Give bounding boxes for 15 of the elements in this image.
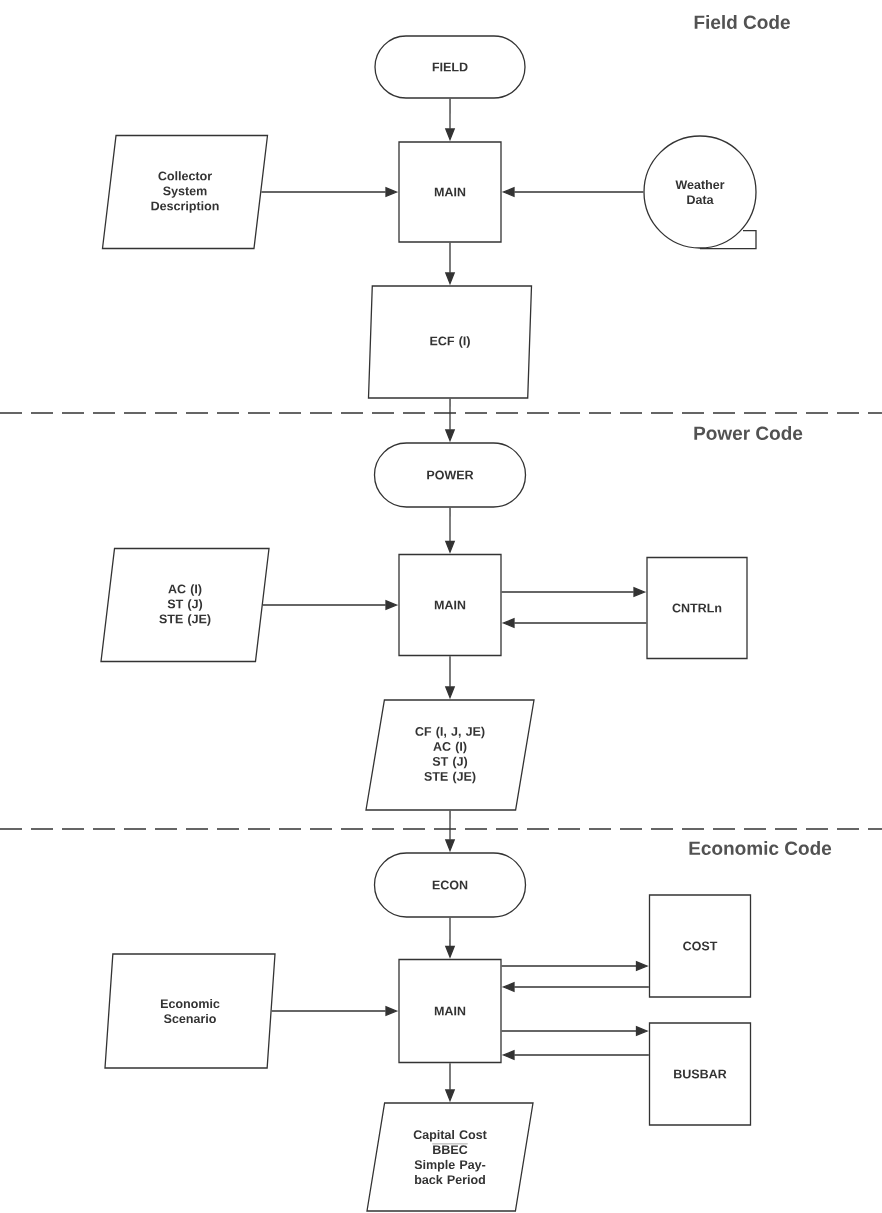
data-parallelogram: CF (I, J, JE) AC (I) ST (J) STE (JE) [365, 699, 535, 811]
section-heading: Power Code [694, 426, 803, 440]
data-parallelogram: Economic Scenario [104, 953, 276, 1069]
process-box: MAIN [398, 141, 502, 243]
section-heading: Economic Code [689, 841, 832, 855]
data-parallelogram: Collector System Description [101, 134, 269, 250]
data-parallelogram: ECF (I) [367, 285, 533, 399]
section-heading: Field Code [694, 15, 790, 29]
process-box: MAIN [398, 958, 502, 1064]
process-box: CNTRLn [646, 556, 748, 660]
process-box: COST [648, 894, 752, 998]
process-box: MAIN [398, 553, 502, 657]
data-parallelogram: AC (I) ST (J) STE (JE) [100, 547, 270, 663]
process-box: BUSBAR [648, 1022, 752, 1126]
data-parallelogram: Capital Cost BBEC Simple Pay- back Period [366, 1102, 534, 1212]
